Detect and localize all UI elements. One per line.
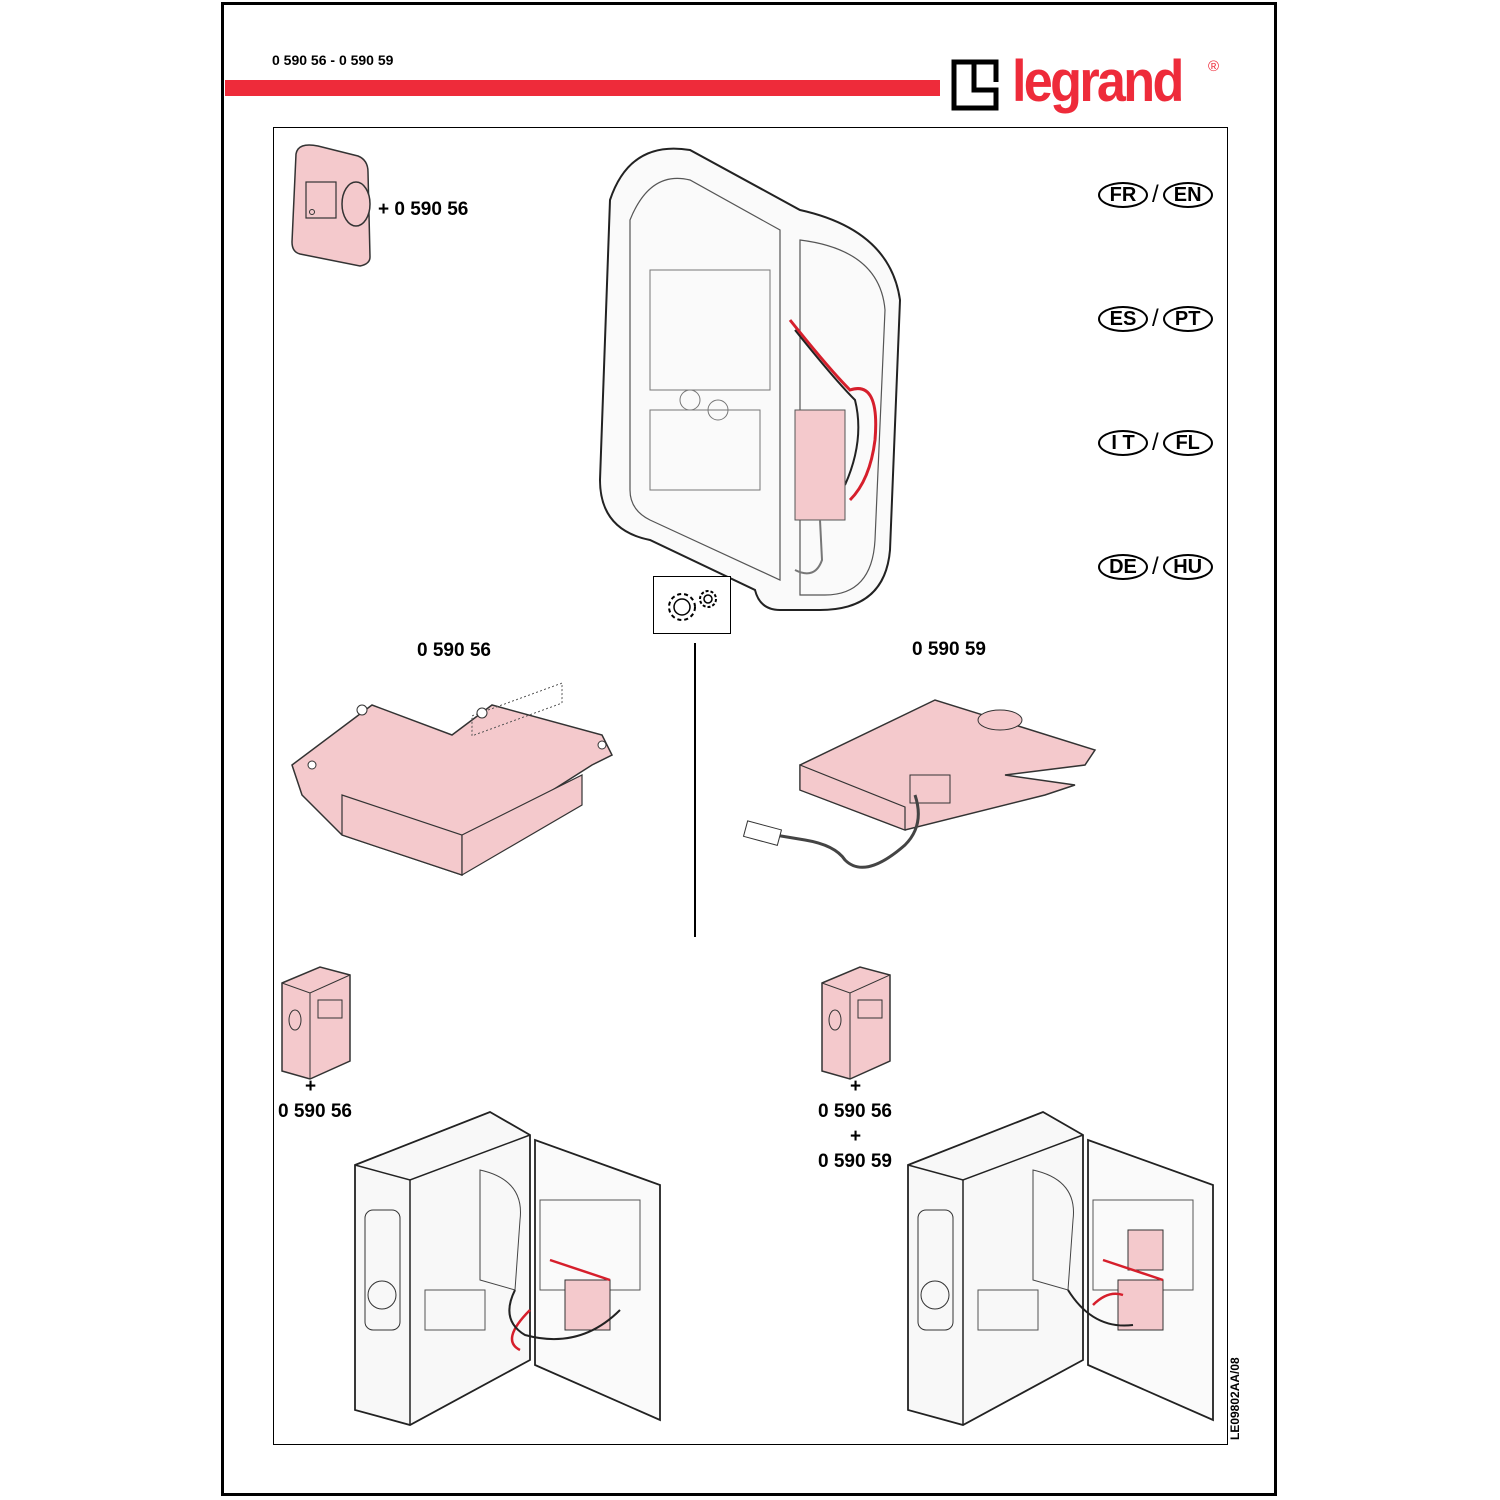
- cabinet-open-left-illustration: [354, 1111, 661, 1426]
- enclosure-small-right-illustration: [821, 966, 891, 1080]
- settings-box: [653, 576, 731, 634]
- center-divider: [694, 643, 696, 937]
- bottom-right-code-1: 0 590 56: [818, 1101, 892, 1122]
- language-row-3: I T / FL: [1098, 429, 1213, 457]
- bottom-right-plus-1: +: [850, 1076, 862, 1097]
- cabinet-open-right-illustration: [907, 1111, 1214, 1426]
- lang-left: ES: [1098, 306, 1148, 332]
- language-row-2: ES / PT: [1098, 305, 1213, 333]
- bottom-right-code-2: 0 590 59: [818, 1151, 892, 1172]
- charger-main-illustration: [598, 147, 902, 611]
- bottom-left-plus: +: [305, 1076, 317, 1097]
- lang-right: EN: [1162, 182, 1213, 208]
- legrand-mark-icon: [951, 59, 999, 111]
- lang-left: I T: [1098, 430, 1148, 456]
- communication-board-illustration: [742, 699, 1097, 869]
- content-frame: [273, 127, 1228, 1445]
- lang-left: DE: [1098, 554, 1148, 580]
- document-code: LE09802AA/08: [1228, 1357, 1242, 1440]
- part-label-left: 0 590 56: [417, 640, 491, 661]
- header-red-bar: [225, 80, 940, 96]
- part-label-right: 0 590 59: [912, 639, 986, 660]
- reference-code: 0 590 56 - 0 590 59: [272, 52, 394, 68]
- page-border: [221, 2, 1277, 1496]
- brand-name: legrand: [1012, 49, 1184, 114]
- bottom-right-plus-2: +: [850, 1126, 862, 1147]
- enclosure-small-left-illustration: [281, 966, 351, 1080]
- controller-board-illustration: [291, 682, 614, 877]
- legrand-logo: legrand ®: [951, 49, 1227, 118]
- accessory-label: + 0 590 56: [378, 199, 469, 220]
- lang-left: FR: [1098, 182, 1148, 208]
- lang-right: PT: [1162, 306, 1213, 332]
- lang-right: FL: [1162, 430, 1213, 456]
- gears-icon: [668, 590, 717, 621]
- charger-accessory-illustration: [291, 144, 371, 267]
- registered-mark: ®: [1208, 58, 1220, 75]
- language-row-4: DE / HU: [1098, 553, 1213, 581]
- language-row-1: FR / EN: [1098, 181, 1213, 209]
- lang-right: HU: [1162, 554, 1213, 580]
- bottom-left-code: 0 590 56: [278, 1101, 352, 1122]
